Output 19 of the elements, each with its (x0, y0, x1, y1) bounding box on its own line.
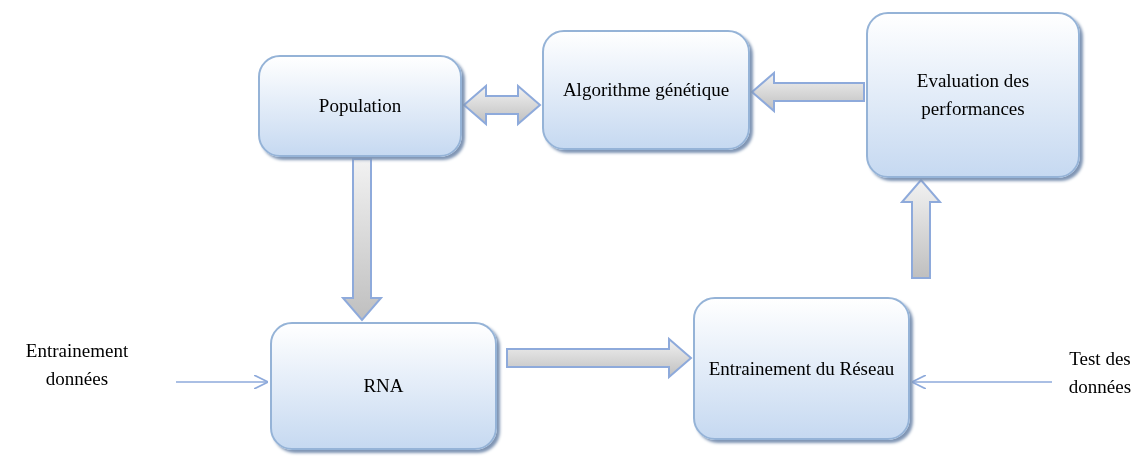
process-box (258, 55, 462, 157)
arrow (899, 178, 943, 279)
box-label: Evaluation des performances (915, 69, 1031, 121)
box-label: Population (318, 94, 402, 119)
arrow (506, 336, 693, 380)
arrow (462, 83, 542, 127)
input-label: Test des données (1067, 347, 1133, 399)
process-box (693, 297, 910, 440)
process-box (866, 12, 1080, 178)
input-label: Entrainement données (24, 339, 130, 391)
arrow (750, 70, 865, 114)
box-label: Entrainement du Réseau (708, 356, 895, 381)
arrow (911, 374, 1053, 390)
arrow (175, 374, 269, 390)
process-box (542, 30, 750, 150)
arrow (340, 158, 384, 322)
process-box (270, 322, 497, 450)
box-label: RNA (363, 374, 404, 399)
box-label: Algorithme génétique (562, 78, 730, 103)
